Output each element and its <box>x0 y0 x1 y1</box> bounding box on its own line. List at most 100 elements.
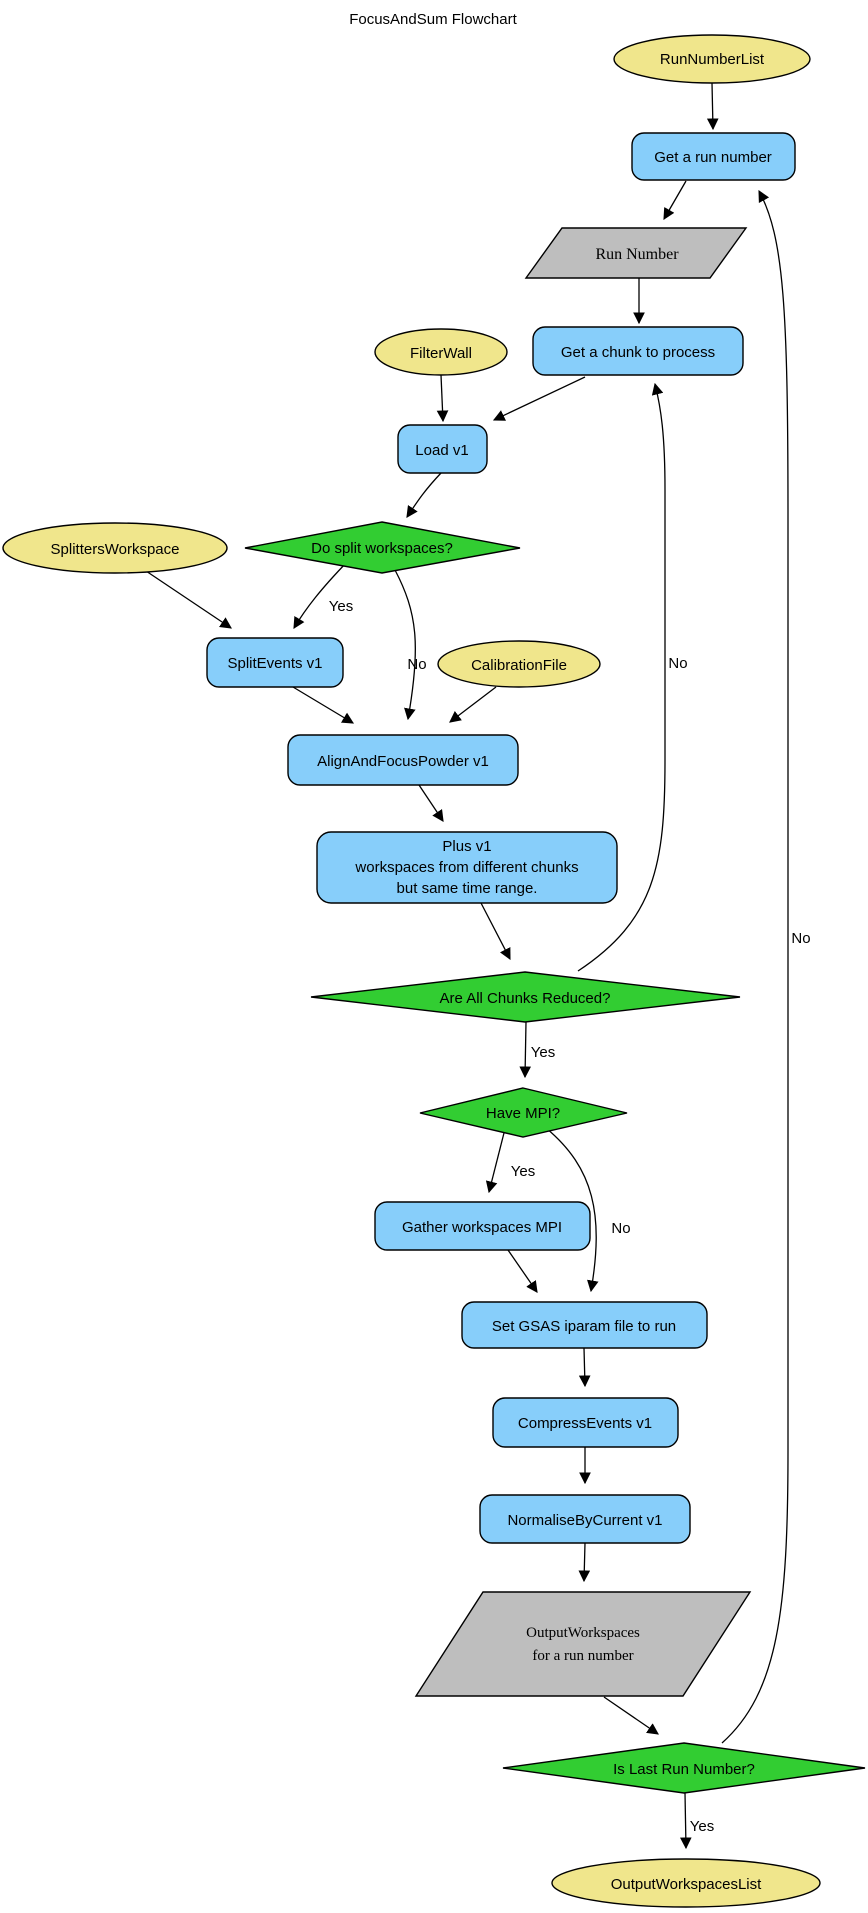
node-align-focus: AlignAndFocusPowder v1 <box>287 734 519 786</box>
normalise-shape <box>479 1494 691 1544</box>
node-get-run-number: Get a run number <box>631 132 796 181</box>
is-last-run-label: Is Last Run Number? <box>613 1761 755 1778</box>
run-number-label: Run Number <box>595 246 679 263</box>
edge-islast-yes-to-outputlist <box>679 1792 692 1850</box>
node-split-events: SplitEvents v1 <box>206 637 344 688</box>
compress-events-shape <box>492 1397 679 1448</box>
edge-runnumberlist-to-getrunnumber <box>706 82 719 131</box>
gather-mpi-shape <box>374 1201 591 1251</box>
get-chunk-label: Get a chunk to process <box>561 344 715 361</box>
edge-chunksreduced-yes-to-havempi <box>519 1021 532 1079</box>
splitters-workspace-shape <box>2 522 228 574</box>
edge-label-dosplit-no: No <box>407 656 426 673</box>
run-number-list-label: RunNumberList <box>660 51 765 68</box>
node-get-chunk: Get a chunk to process <box>532 326 744 376</box>
have-mpi-shape <box>419 1087 628 1138</box>
all-chunks-reduced-label: Are All Chunks Reduced? <box>440 990 611 1007</box>
node-output-workspaces: OutputWorkspaces for a run number <box>414 1591 752 1697</box>
edge-calibrationfile-to-alignfocus <box>449 686 497 723</box>
gather-mpi-label: Gather workspaces MPI <box>402 1219 562 1236</box>
calibration-file-shape <box>437 640 601 688</box>
get-run-number-label: Get a run number <box>654 149 772 166</box>
node-splitters-workspace: SplittersWorkspace <box>2 522 228 574</box>
edge-splitevents-to-alignfocus <box>292 686 355 724</box>
edge-plus-to-chunksreduced <box>480 902 511 961</box>
load-shape <box>397 424 488 474</box>
node-is-last-run: Is Last Run Number? <box>502 1742 866 1794</box>
node-calibration-file: CalibrationFile <box>437 640 601 688</box>
load-label: Load v1 <box>415 442 468 459</box>
node-run-number-list: RunNumberList <box>613 34 811 84</box>
edge-havempi-yes-to-gather <box>485 1128 506 1194</box>
edge-label-islast-no: No <box>791 930 810 947</box>
splitters-workspace-label: SplittersWorkspace <box>51 541 180 558</box>
diagram-title: FocusAndSum Flowchart <box>349 11 517 28</box>
do-split-shape <box>244 521 521 574</box>
align-focus-shape <box>287 734 519 786</box>
edge-getrunnumber-to-runnumber <box>663 180 687 221</box>
edge-label-dosplit-yes: Yes <box>329 598 353 615</box>
node-all-chunks-reduced: Are All Chunks Reduced? <box>310 971 741 1023</box>
node-plus: Plus v1 workspaces from different chunks… <box>316 831 618 904</box>
edge-normalise-to-outputws <box>578 1542 591 1583</box>
output-workspaces-label-line2: for a run number <box>532 1648 633 1664</box>
edge-labels: Yes No No Yes Yes No Yes No <box>329 598 811 1835</box>
edge-load-to-dosplit <box>406 472 442 518</box>
normalise-label: NormaliseByCurrent v1 <box>507 1512 662 1529</box>
plus-shape <box>316 831 618 904</box>
output-list-shape <box>551 1858 821 1908</box>
run-number-list-shape <box>613 34 811 84</box>
edge-alignfocus-to-plus <box>418 784 444 822</box>
run-number-shape <box>524 227 748 279</box>
node-compress-events: CompressEvents v1 <box>492 1397 679 1448</box>
compress-events-label: CompressEvents v1 <box>518 1415 652 1432</box>
edge-havempi-no-to-setgsas <box>545 1127 599 1293</box>
plus-label-line3: but same time range. <box>397 880 538 897</box>
filter-wall-shape <box>374 328 508 376</box>
split-events-shape <box>206 637 344 688</box>
node-set-gsas: Set GSAS iparam file to run <box>461 1301 708 1349</box>
output-list-label: OutputWorkspacesList <box>611 1876 762 1893</box>
split-events-label: SplitEvents v1 <box>227 655 322 672</box>
node-have-mpi: Have MPI? <box>419 1087 628 1138</box>
edge-gather-to-setgsas <box>507 1249 538 1293</box>
node-normalise: NormaliseByCurrent v1 <box>479 1494 691 1544</box>
calibration-file-label: CalibrationFile <box>471 657 567 674</box>
output-workspaces-shape <box>414 1591 752 1697</box>
edge-dosplit-no-to-alignfocus <box>394 569 417 721</box>
have-mpi-label: Have MPI? <box>486 1105 560 1122</box>
node-load: Load v1 <box>397 424 488 474</box>
edge-label-chunksreduced-yes: Yes <box>531 1044 555 1061</box>
edge-filterwall-to-load <box>436 374 449 423</box>
edge-label-havempi-yes: Yes <box>511 1163 535 1180</box>
node-filter-wall: FilterWall <box>374 328 508 376</box>
set-gsas-shape <box>461 1301 708 1349</box>
align-focus-label: AlignAndFocusPowder v1 <box>317 753 489 770</box>
edge-label-chunksreduced-no: No <box>668 655 687 672</box>
plus-label-line1: Plus v1 <box>442 838 491 855</box>
get-chunk-shape <box>532 326 744 376</box>
edge-label-islast-yes: Yes <box>690 1818 714 1835</box>
node-gather-mpi: Gather workspaces MPI <box>374 1201 591 1251</box>
edge-dosplit-yes-to-splitevents <box>293 561 348 630</box>
set-gsas-label: Set GSAS iparam file to run <box>492 1318 676 1335</box>
node-do-split: Do split workspaces? <box>244 521 521 574</box>
edge-getchunk-to-load <box>492 376 586 421</box>
edge-label-havempi-no: No <box>611 1220 630 1237</box>
edges <box>145 82 789 1850</box>
is-last-run-shape <box>502 1742 866 1794</box>
node-run-number: Run Number <box>524 227 748 279</box>
edge-splittersworkspace-to-splitevents <box>145 570 232 629</box>
edge-islast-no-to-getrunnumber <box>721 189 789 1744</box>
all-chunks-reduced-shape <box>310 971 741 1023</box>
plus-label-line2: workspaces from different chunks <box>354 859 578 876</box>
do-split-label: Do split workspaces? <box>311 540 453 557</box>
output-workspaces-label-line1: OutputWorkspaces <box>526 1625 640 1641</box>
node-output-list: OutputWorkspacesList <box>551 1858 821 1908</box>
get-run-number-shape <box>631 132 796 181</box>
edge-chunksreduced-no-to-getchunk <box>577 382 666 972</box>
edge-setgsas-to-compress <box>578 1347 591 1388</box>
edge-outputws-to-islast <box>603 1696 659 1735</box>
